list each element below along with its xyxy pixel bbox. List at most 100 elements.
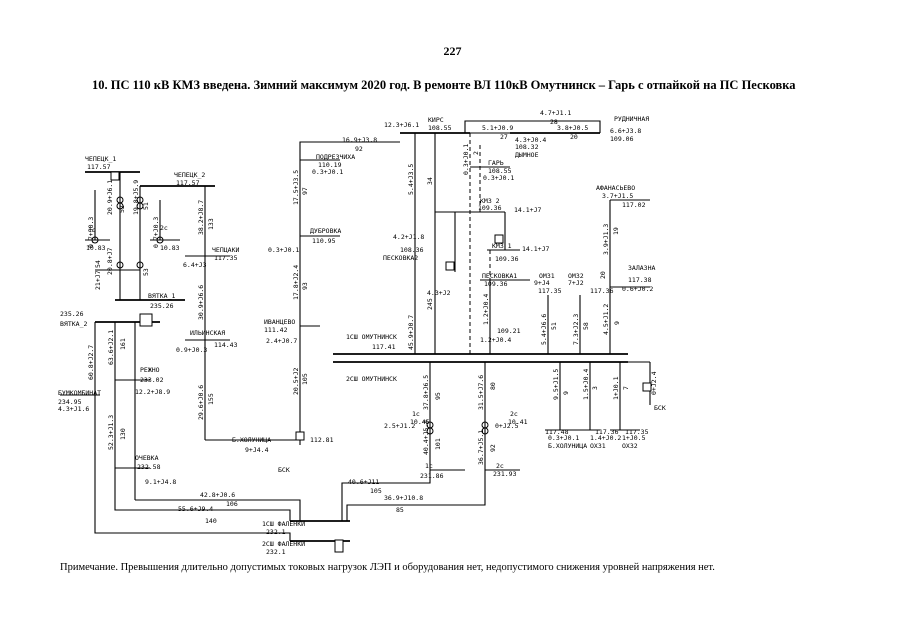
svg-text:38.2+J8.7: 38.2+J8.7 — [197, 200, 205, 235]
svg-text:КМЗ 1: КМЗ 1 — [492, 242, 512, 250]
svg-text:1.2+J0.4: 1.2+J0.4 — [480, 336, 511, 344]
svg-text:0+J2.5: 0+J2.5 — [495, 422, 519, 430]
current-labels-vertical: 97 93 105 133 155 52 51 53 54 161 130 34… — [94, 151, 630, 452]
svg-text:16.9+J3.8: 16.9+J3.8 — [342, 136, 377, 144]
svg-text:30.9+J6.6: 30.9+J6.6 — [197, 285, 205, 320]
svg-text:1.5+J0.4: 1.5+J0.4 — [582, 369, 590, 400]
svg-text:1+J0.1: 1+J0.1 — [612, 376, 620, 400]
svg-text:45.9+J0.7: 45.9+J0.7 — [407, 315, 415, 350]
svg-text:ДЫМНОЕ: ДЫМНОЕ — [515, 151, 539, 159]
svg-text:234.95: 234.95 — [58, 398, 82, 406]
page-number: 227 — [443, 44, 462, 58]
svg-text:19.8+J5.9: 19.8+J5.9 — [132, 180, 140, 215]
node-ch2c: 2с 10.83 — [160, 224, 180, 252]
node-kmz2: КМЗ 2 109.36 — [478, 197, 502, 212]
svg-text:155: 155 — [207, 393, 215, 405]
svg-text:36.9+J10.8: 36.9+J10.8 — [384, 494, 423, 502]
svg-text:105: 105 — [301, 373, 309, 385]
svg-text:ПЕСКОВКА2: ПЕСКОВКА2 — [383, 254, 418, 262]
svg-text:232.1: 232.1 — [266, 548, 286, 556]
node-ps1c: 1с 10.45 — [410, 410, 430, 426]
svg-text:231.86: 231.86 — [420, 472, 444, 480]
svg-text:2СШ ОМУТНИНСК: 2СШ ОМУТНИНСК — [346, 375, 397, 383]
node-bsk2: БСК — [654, 404, 666, 412]
svg-text:ВЯТКА_2: ВЯТКА_2 — [60, 320, 87, 328]
svg-text:5.1+J0.9: 5.1+J0.9 — [482, 124, 513, 132]
svg-text:1+J0.5: 1+J0.5 — [622, 434, 646, 442]
svg-text:ОЧЕВКА: ОЧЕВКА — [135, 454, 159, 462]
svg-text:108.36: 108.36 — [400, 246, 424, 254]
svg-text:117.41: 117.41 — [372, 343, 396, 351]
svg-text:0+J2.4: 0+J2.4 — [650, 371, 658, 395]
svg-text:133: 133 — [207, 218, 215, 230]
misc-labels: Б.ХОЛУНИЦА ОХЗ1 ОХЗ2 117.48 117.36 117.3… — [545, 428, 649, 450]
svg-text:97: 97 — [301, 187, 309, 195]
svg-text:117.36: 117.36 — [590, 287, 614, 295]
flow-labels-vertical: 17.5+J3.5 17.8+J2.4 20.5+J2 29.6+J0.6 30… — [87, 144, 658, 465]
node-kmz1: КМЗ 1 109.36 — [492, 242, 519, 263]
svg-text:93: 93 — [301, 282, 309, 290]
svg-text:109.21: 109.21 — [497, 327, 521, 335]
node-rezhno: РЕЖНО 233.02 — [140, 366, 164, 384]
svg-text:20.9+J6.1: 20.9+J6.1 — [106, 180, 114, 215]
svg-text:9+J4: 9+J4 — [534, 279, 550, 287]
svg-text:ЧЕПЕЦК_2: ЧЕПЕЦК_2 — [174, 171, 205, 179]
svg-text:4.3+J0.4: 4.3+J0.4 — [515, 136, 546, 144]
svg-text:0.3+J0.1: 0.3+J0.1 — [462, 144, 470, 175]
svg-text:9+J4.4: 9+J4.4 — [245, 446, 269, 454]
svg-text:9.1+J4.8: 9.1+J4.8 — [145, 478, 176, 486]
node-chepetsk-i: ЧЕПЦАКИ 117.35 — [212, 246, 239, 262]
svg-text:20.5+J2: 20.5+J2 — [292, 368, 300, 395]
svg-text:108.55: 108.55 — [428, 124, 452, 132]
svg-text:ПЕСКОВКА1: ПЕСКОВКА1 — [482, 272, 517, 280]
svg-text:7+J2: 7+J2 — [568, 279, 584, 287]
svg-text:117.35: 117.35 — [214, 254, 238, 262]
node-omutninsk2: 2СШ ОМУТНИНСК — [346, 375, 397, 383]
svg-text:95: 95 — [434, 392, 442, 400]
svg-text:РЕЖНО: РЕЖНО — [140, 366, 160, 374]
svg-text:37.8+J6.5: 37.8+J6.5 — [422, 375, 430, 410]
svg-text:4.3+J1.6: 4.3+J1.6 — [58, 405, 89, 413]
svg-text:2с: 2с — [160, 224, 168, 232]
svg-text:3.8+J0.5: 3.8+J0.5 — [557, 124, 588, 132]
svg-text:7: 7 — [622, 386, 630, 390]
node-omutninsk1: 1СШ ОМУТНИНСК 117.41 — [346, 333, 397, 351]
svg-text:1с: 1с — [88, 226, 96, 234]
svg-text:17.8+J2.4: 17.8+J2.4 — [292, 265, 300, 300]
svg-text:2СШ ФАЛЕНКИ: 2СШ ФАЛЕНКИ — [262, 540, 305, 548]
svg-text:109.36: 109.36 — [495, 255, 519, 263]
svg-text:117.48: 117.48 — [545, 428, 569, 436]
svg-text:235.26: 235.26 — [60, 310, 84, 318]
svg-text:55.6+J9.4: 55.6+J9.4 — [178, 505, 213, 513]
svg-text:117.57: 117.57 — [87, 163, 111, 171]
node-zalazna: ЗАЛАЗНА 117.38 — [628, 264, 655, 284]
node-ps2c: 2с 10.41 — [508, 410, 528, 426]
node-vyatka1: ВЯТКА_1 235.26 — [148, 292, 175, 310]
svg-text:29.6+J0.6: 29.6+J0.6 — [197, 385, 205, 420]
svg-text:4.3+J2: 4.3+J2 — [427, 289, 451, 297]
node-kirs: КИРС 108.55 — [428, 116, 452, 132]
svg-text:7.3+J2.3: 7.3+J2.3 — [572, 314, 580, 345]
svg-text:14.1+J7: 14.1+J7 — [522, 245, 549, 253]
svg-text:117.38: 117.38 — [628, 276, 652, 284]
svg-text:1с: 1с — [425, 462, 433, 470]
svg-text:ЧЕПЦАКИ: ЧЕПЦАКИ — [212, 246, 239, 254]
svg-text:92: 92 — [355, 145, 363, 153]
current-labels: 92 28 27 20 106 140 105 85 — [205, 118, 578, 525]
svg-text:Б.ХОЛУНИЦА: Б.ХОЛУНИЦА — [232, 436, 271, 444]
svg-text:3.9+J1.3: 3.9+J1.3 — [602, 224, 610, 255]
svg-text:9: 9 — [562, 391, 570, 395]
svg-text:117.02: 117.02 — [622, 201, 646, 209]
node-omz2: ОМЗ2 117.36 — [568, 272, 614, 295]
svg-text:БУМКОМБИНАТ: БУМКОМБИНАТ — [58, 389, 101, 397]
svg-text:245: 245 — [426, 298, 434, 310]
node-afanasevo: АФАНАСЬЕВО 117.02 — [596, 184, 646, 209]
svg-text:0.9+J0.3: 0.9+J0.3 — [176, 346, 207, 354]
svg-text:ДУБРОВКА: ДУБРОВКА — [310, 227, 341, 235]
svg-text:130: 130 — [119, 428, 127, 440]
node-chepetsk1: ЧЕПЕЦК_1 117.57 — [85, 155, 116, 171]
svg-text:2с: 2с — [510, 410, 518, 418]
svg-text:105: 105 — [370, 487, 382, 495]
svg-text:51: 51 — [142, 202, 150, 210]
svg-text:3: 3 — [591, 386, 599, 390]
